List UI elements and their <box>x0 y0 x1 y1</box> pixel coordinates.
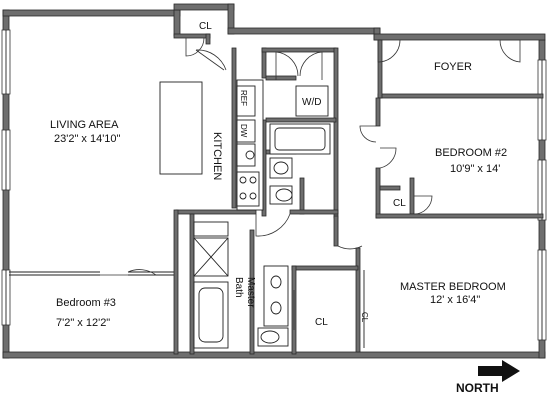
stove <box>236 171 260 207</box>
dishwasher-label: DW <box>239 124 248 138</box>
living-island <box>159 81 203 175</box>
north-arrow-icon <box>502 360 520 382</box>
refrigerator-label: REF <box>239 90 248 106</box>
windows <box>1 29 547 341</box>
hall-bathtub <box>269 123 331 155</box>
master-toilet <box>257 327 289 347</box>
closet-label-bedroom2: CL <box>393 198 406 209</box>
room-labels: LIVING AREA 23'2" x 14'10" KITCHEN FOYER… <box>50 21 507 329</box>
north-compass: NORTH <box>456 360 520 395</box>
fixtures <box>159 79 365 349</box>
bedroom2-title: BEDROOM #2 <box>435 147 507 159</box>
living-area-title: LIVING AREA <box>50 119 119 131</box>
closet-label-master-left: CL <box>315 317 328 328</box>
foyer-label: FOYER <box>434 61 472 73</box>
north-label: NORTH <box>456 381 499 395</box>
washer-dryer-label: W/D <box>302 97 321 108</box>
bedroom3-title: Bedroom #3 <box>56 297 116 309</box>
hall-toilet <box>269 185 293 205</box>
closet-label-master-right: CL <box>360 312 369 323</box>
hall-sink <box>269 157 293 179</box>
master-bath-label-1: Master <box>245 277 256 308</box>
master-bath-label-2: Bath <box>233 277 244 298</box>
sink-icon <box>245 150 255 160</box>
closet-label-top-left: CL <box>199 21 212 32</box>
master-vanity <box>263 265 289 327</box>
living-area-dims: 23'2" x 14'10" <box>54 133 121 145</box>
master-bathtub <box>193 281 229 349</box>
doors <box>100 37 521 330</box>
refrigerator <box>236 85 256 117</box>
kitchen-label: KITCHEN <box>211 132 223 180</box>
bedroom3-dims: 7'2" x 12'2" <box>56 317 110 329</box>
dishwasher <box>236 119 256 143</box>
bedroom2-dims: 10'9" x 14' <box>450 163 500 175</box>
washer-dryer <box>295 85 329 117</box>
master-bedroom-dims: 12' x 16'4" <box>430 294 480 306</box>
master-bedroom-title: MASTER BEDROOM <box>400 281 506 293</box>
